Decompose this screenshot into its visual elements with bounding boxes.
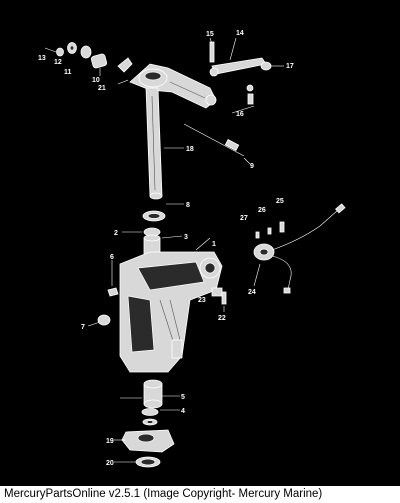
callout-22: 22 <box>218 315 226 322</box>
shift-rod <box>183 123 245 157</box>
callout-14: 14 <box>236 30 244 37</box>
callout-20: 20 <box>106 460 114 467</box>
top-left-hardware <box>44 42 108 69</box>
upper-bushings <box>142 210 166 255</box>
lower-parts <box>121 379 175 468</box>
callout-4: 4 <box>181 408 185 415</box>
bracket-hardware <box>97 287 227 326</box>
callout-27: 27 <box>240 215 248 222</box>
callout-8: 8 <box>186 202 190 209</box>
callout-12: 12 <box>54 59 62 66</box>
callout-16: 16 <box>236 111 244 118</box>
leader-lines <box>87 37 284 463</box>
swivel-bracket <box>119 251 223 373</box>
callout-19: 19 <box>106 438 114 445</box>
callout-18: 18 <box>186 146 194 153</box>
callout-13: 13 <box>38 55 46 62</box>
tiller-link <box>209 41 272 105</box>
callout-23: 23 <box>198 297 206 304</box>
callout-6: 6 <box>110 254 114 261</box>
exploded-parts-diagram: 1 2 3 4 5 6 7 8 9 10 11 12 13 14 15 16 1… <box>38 30 346 468</box>
callout-15: 15 <box>206 31 214 38</box>
callout-2: 2 <box>114 230 118 237</box>
callout-10: 10 <box>92 77 100 84</box>
callout-9: 9 <box>250 163 254 170</box>
image-caption: MercuryPartsOnline v2.5.1 (Image Copyrig… <box>0 486 400 503</box>
callout-24: 24 <box>248 289 256 296</box>
callout-17: 17 <box>286 63 294 70</box>
callout-25: 25 <box>276 198 284 205</box>
callout-labels: 1 2 3 4 5 6 7 8 9 10 11 12 13 14 15 16 1… <box>38 30 294 467</box>
callout-5: 5 <box>181 394 185 401</box>
steering-tube <box>145 87 163 200</box>
callout-11: 11 <box>64 69 72 76</box>
callout-3: 3 <box>184 234 188 241</box>
callout-7: 7 <box>81 324 85 331</box>
callout-26: 26 <box>258 207 266 214</box>
callout-21: 21 <box>98 85 106 92</box>
steering-arm-assembly <box>117 57 217 109</box>
switch-assembly <box>253 203 346 294</box>
callout-1: 1 <box>212 241 216 248</box>
